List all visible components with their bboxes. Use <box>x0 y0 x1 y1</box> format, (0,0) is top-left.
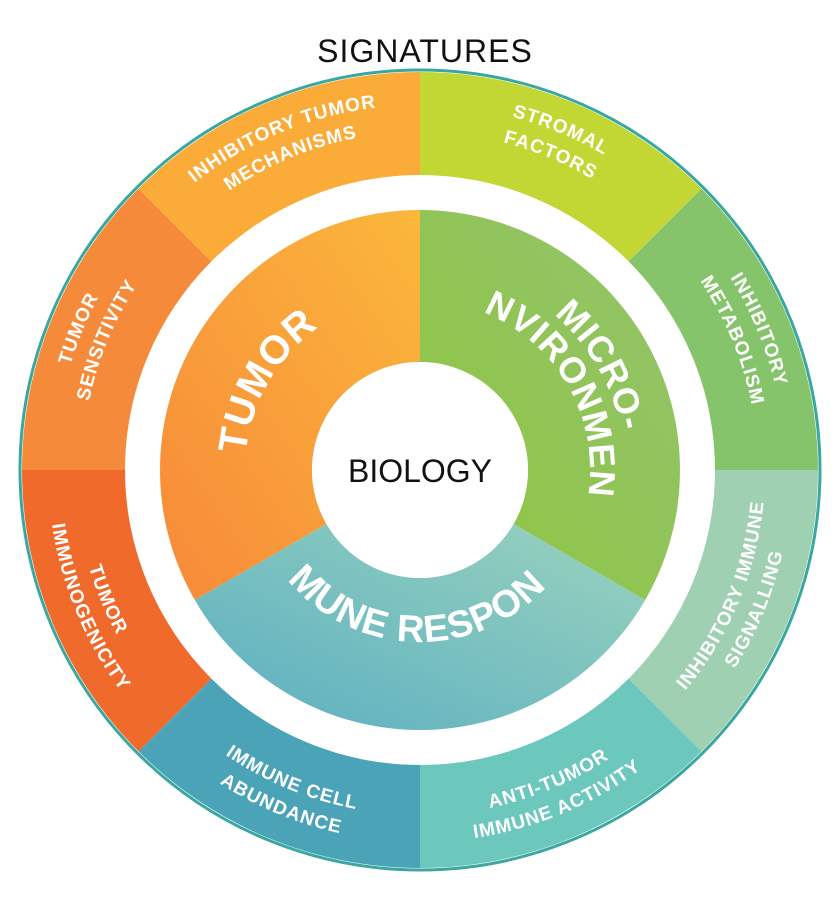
outer-ring-border <box>18 68 822 872</box>
outer-segment-inhibitory-tumor-mechanisms <box>138 72 420 262</box>
inner-segment-immune <box>194 524 646 730</box>
outer-segment-stromal-factors <box>420 72 702 262</box>
outer-segment-anti-tumor-immune-activity <box>420 678 702 868</box>
outer-segment-tumor-immunogenicity <box>22 470 212 752</box>
outer-segment-tumor-sensitivity <box>22 188 212 470</box>
outer-segment-inhibitory-immune-signalling <box>628 470 818 752</box>
outer-ring: INHIBITORY TUMORMECHANISMSSTROMALFACTORS… <box>18 68 822 872</box>
inner-segment-tumor <box>159 210 420 600</box>
outer-segment-immune-cell-abundance <box>138 678 420 868</box>
diagram-title: SIGNATURES <box>317 33 533 69</box>
center-label: BIOLOGY <box>348 453 492 489</box>
outer-segment-inhibitory-metabolism <box>628 188 818 470</box>
inner-segment-microenvironment <box>420 210 680 600</box>
center-circle <box>312 362 528 578</box>
